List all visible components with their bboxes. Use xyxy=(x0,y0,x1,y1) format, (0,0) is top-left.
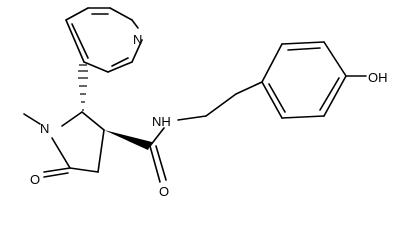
phenol-oh-label: OH xyxy=(368,70,388,85)
bond xyxy=(107,61,133,73)
amide-group xyxy=(149,127,167,183)
atom-labels: N N O O NH OH xyxy=(30,32,388,199)
double-bond-inner xyxy=(71,23,89,59)
bond xyxy=(65,7,89,21)
lactam-carbonyl xyxy=(43,167,71,178)
double-bond-inner xyxy=(287,47,321,51)
pyridine-nitrogen-label: N xyxy=(133,32,142,47)
bond xyxy=(323,75,347,117)
molecule-diagram: N N O O NH OH xyxy=(23,7,388,199)
pyridine-ring xyxy=(65,7,143,73)
bond xyxy=(97,129,105,173)
bond xyxy=(149,145,161,183)
phenol-ring xyxy=(261,41,367,119)
amide-nh-label: NH xyxy=(152,114,171,129)
bond xyxy=(235,81,263,95)
bond xyxy=(131,19,139,29)
bond xyxy=(131,39,143,63)
methyl-nitrogen-label: N xyxy=(40,121,49,136)
bond xyxy=(43,167,71,173)
bond xyxy=(261,81,283,119)
bond xyxy=(177,115,207,121)
bond xyxy=(81,111,105,131)
bond xyxy=(281,41,325,45)
bond xyxy=(69,167,99,173)
methyl-bond xyxy=(23,113,41,125)
bond xyxy=(83,61,109,73)
bond xyxy=(109,7,133,21)
double-bond-outer xyxy=(43,172,69,178)
double-bond-inner xyxy=(111,57,129,67)
bond xyxy=(323,41,347,77)
double-bond-inner xyxy=(268,83,286,113)
wedge-stereo-bond xyxy=(104,130,152,150)
bond xyxy=(149,127,165,147)
ethyl-linker xyxy=(177,81,263,121)
bond xyxy=(51,137,71,169)
amide-oxygen-label: O xyxy=(159,184,169,199)
pyrrolidinone-ring xyxy=(51,111,105,173)
double-bond-inner xyxy=(319,77,340,111)
lactam-oxygen-label: O xyxy=(30,172,40,187)
hashed-stereo-bond xyxy=(78,64,88,111)
bond xyxy=(61,111,83,127)
bond xyxy=(261,43,283,83)
bond xyxy=(205,93,237,117)
molecule-structure-canvas: N N O O NH OH xyxy=(23,7,388,199)
bond xyxy=(65,19,85,63)
double-bond-outer xyxy=(155,145,167,181)
bond xyxy=(281,115,325,119)
